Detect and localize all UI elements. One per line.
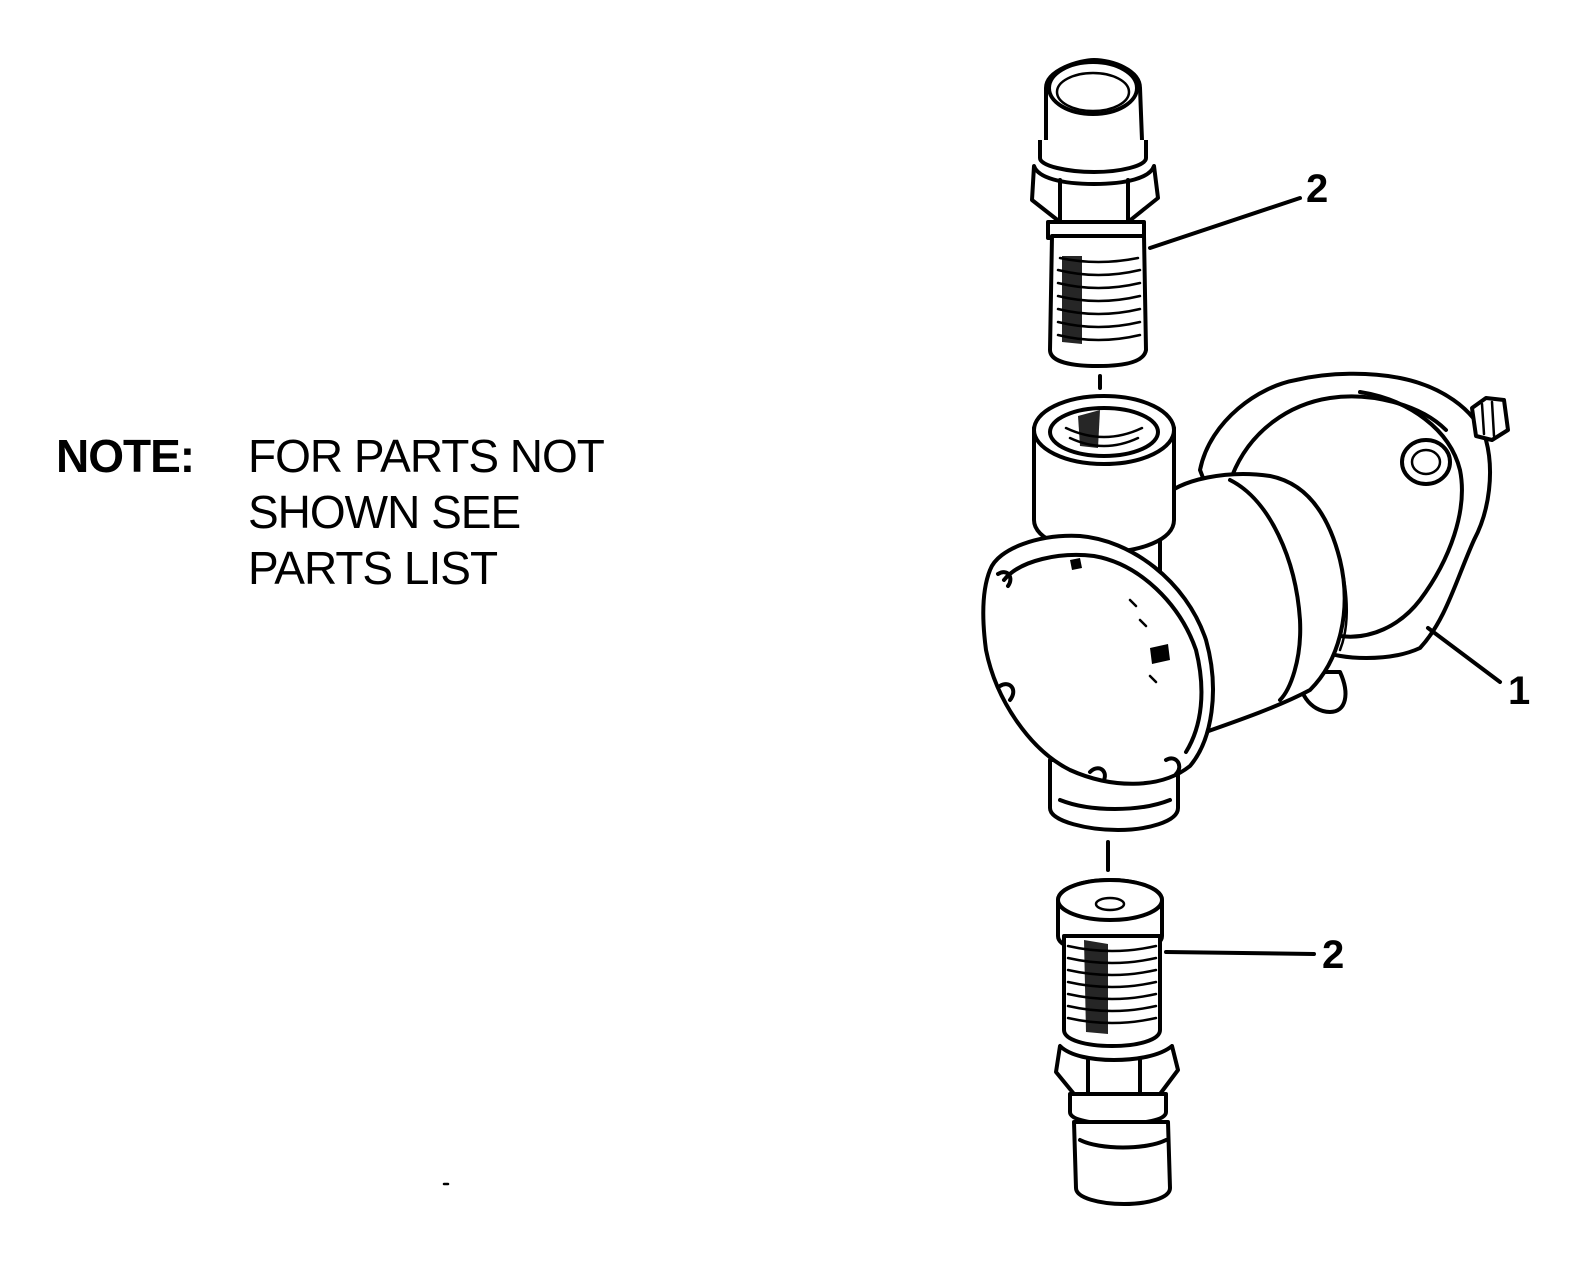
- note-line-3: PARTS LIST: [248, 542, 498, 594]
- top-fitting: [1030, 58, 1160, 368]
- callout-bottom-fitting: 2: [1164, 933, 1344, 977]
- callout-label-bottom-fitting: 2: [1322, 933, 1344, 977]
- pump-body: [981, 371, 1510, 832]
- note-label: NOTE:: [56, 430, 195, 482]
- bottom-fitting: [1054, 878, 1180, 1206]
- note-text: FOR PARTS NOT SHOWN SEE PARTS LIST: [248, 428, 688, 596]
- note-line-1: FOR PARTS NOT: [248, 430, 605, 482]
- bottom-threads: [1066, 944, 1158, 1025]
- callout-label-pump: 1: [1508, 669, 1530, 713]
- callout-top-fitting: 2: [1148, 167, 1328, 250]
- callout-pump: 1: [1426, 626, 1530, 713]
- note-line-2: SHOWN SEE: [248, 486, 521, 538]
- top-port-threads: [1064, 410, 1144, 448]
- callout-label-top-fitting: 2: [1306, 167, 1328, 211]
